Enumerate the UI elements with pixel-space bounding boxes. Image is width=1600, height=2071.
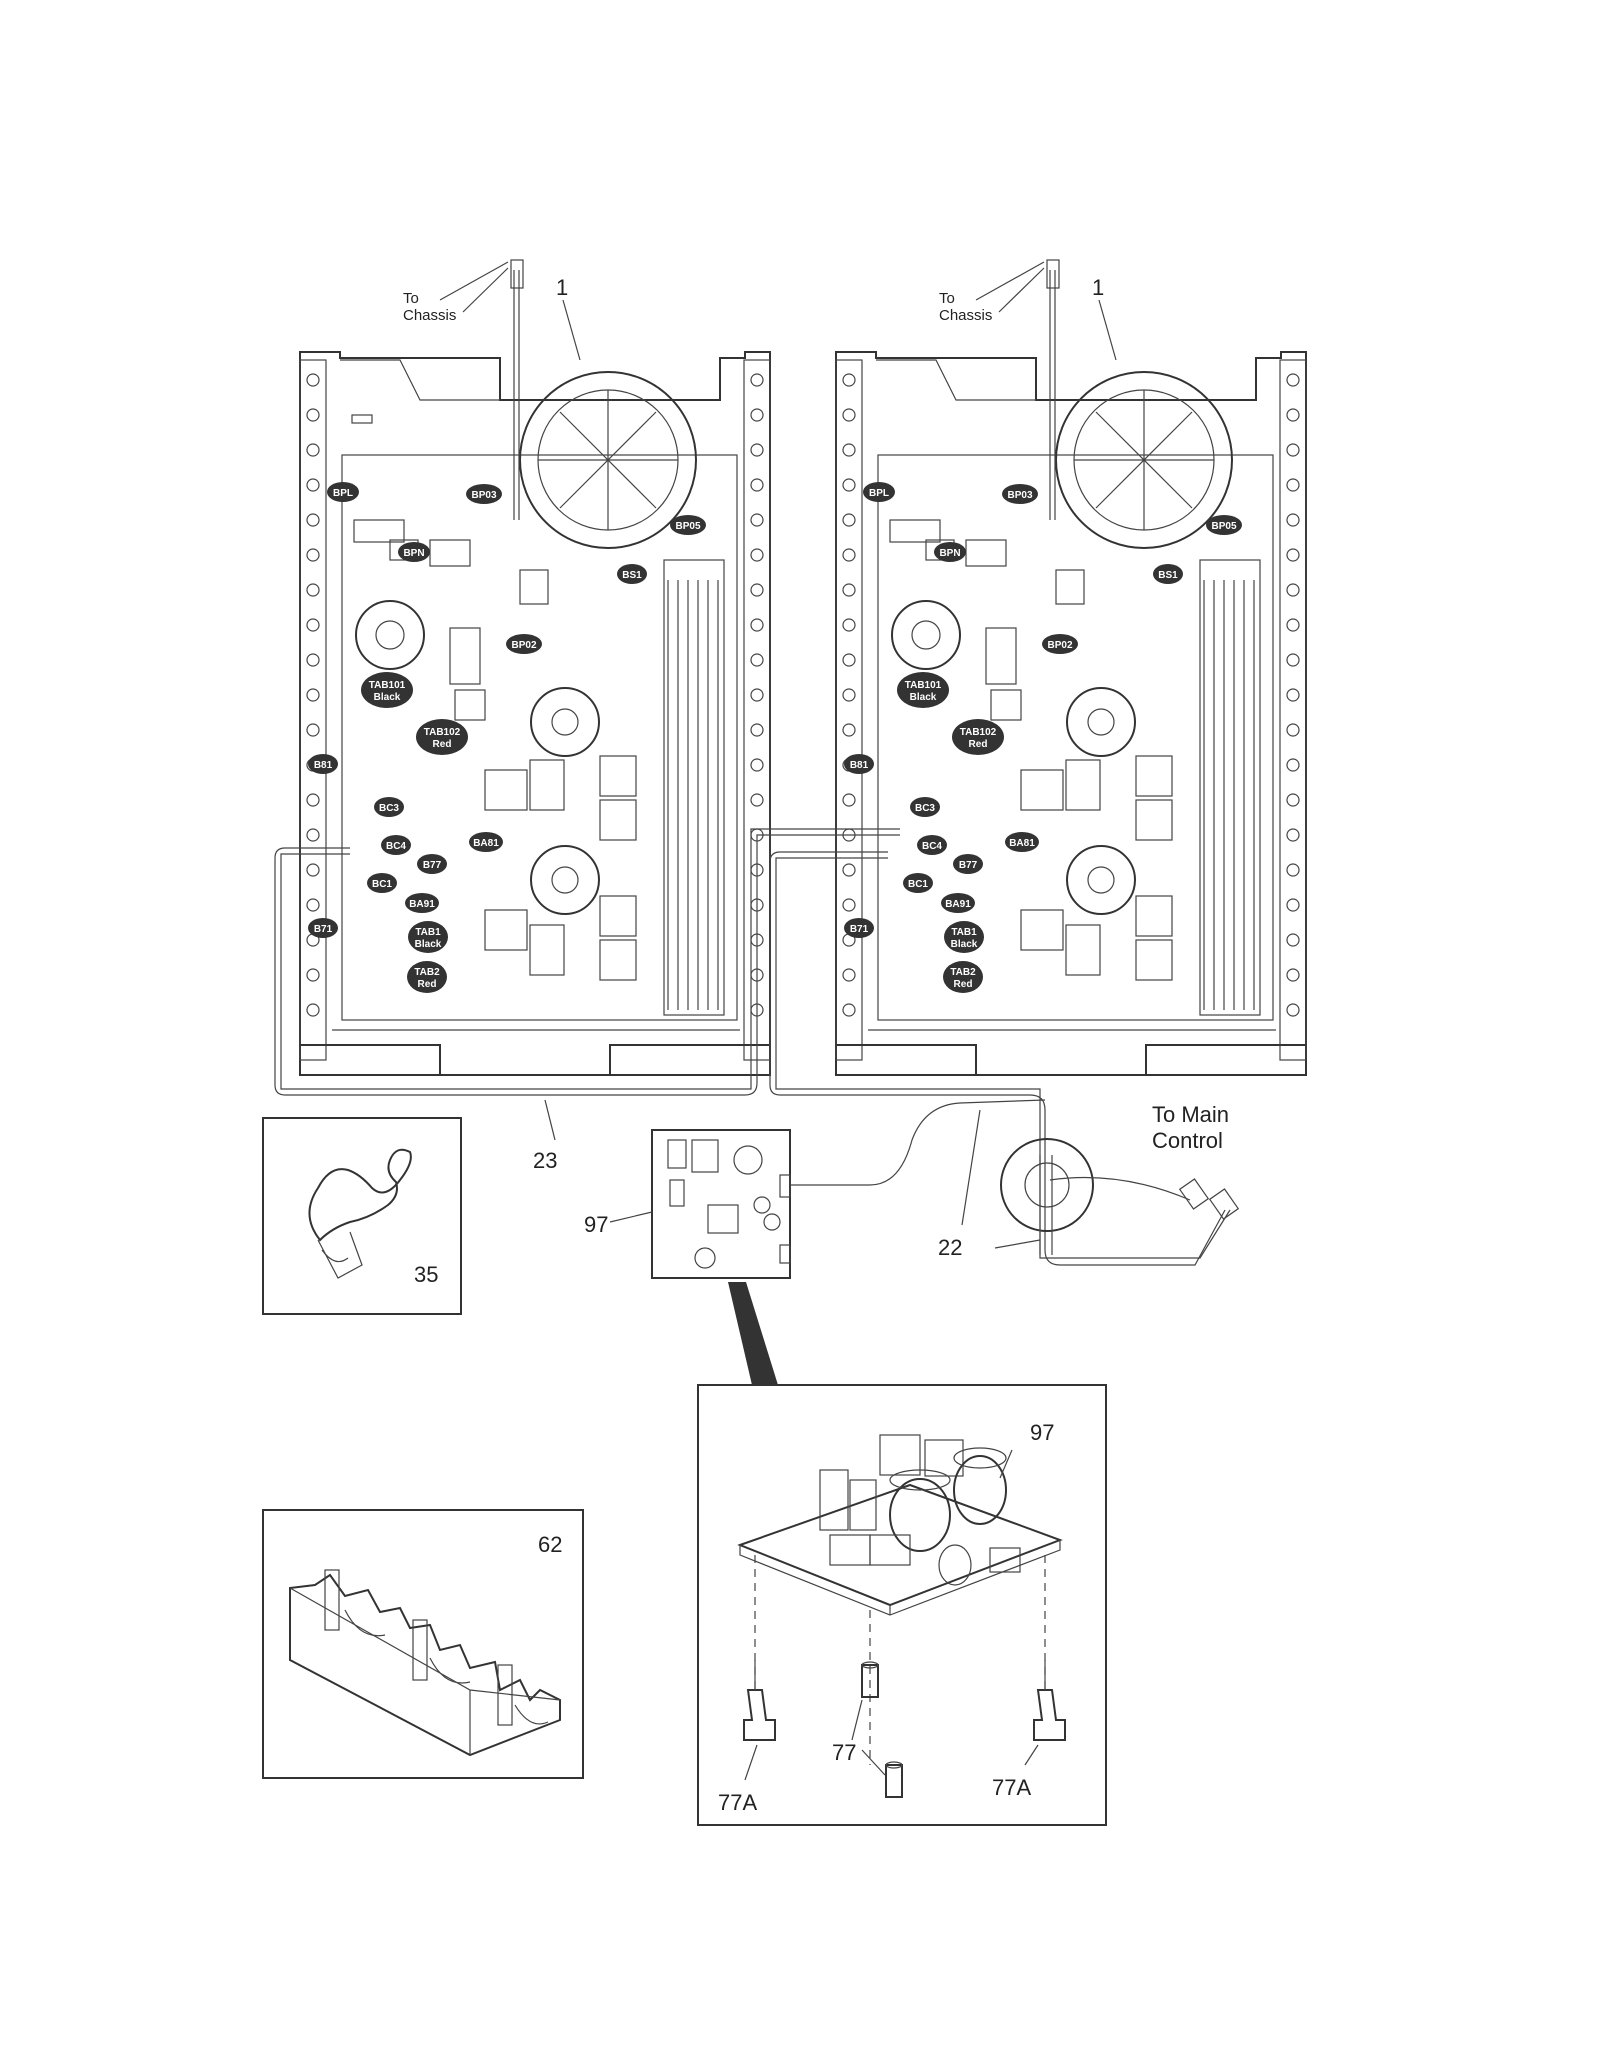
tag-tab1: TAB1	[951, 927, 977, 938]
left-top-callouts: To Chassis 1	[403, 261, 581, 361]
callout-77a-left: 77A	[718, 1790, 757, 1815]
tag-b77: B77	[423, 860, 442, 871]
to-chassis-label-left-2: Chassis	[403, 307, 456, 324]
detail-box-97-exploded: 97 77A 77A 77	[697, 1384, 1107, 1826]
callout-97-detail: 97	[1030, 1420, 1054, 1445]
tag-ba81: BA81	[1009, 838, 1035, 849]
tag-tab101: TAB101	[905, 680, 942, 691]
detail-box-62: 62	[262, 1509, 584, 1779]
detail-box-35: 35	[262, 1117, 462, 1315]
tag-tab102-color: Red	[433, 739, 452, 750]
tag-tab101-color: Black	[374, 692, 401, 703]
harness-22: 22 To Main Control	[769, 851, 1240, 1266]
harness-23: 23	[274, 828, 900, 1173]
callout-22: 22	[938, 1235, 962, 1260]
to-main-control-label-2: Control	[1152, 1128, 1223, 1153]
right-module: BPL BP03 BPN BP05 BS1 BP02 TAB101 Black …	[835, 259, 1307, 1076]
to-chassis-label-right-1: To	[939, 290, 955, 307]
tag-tab102: TAB102	[960, 727, 997, 738]
tag-tab2-color: Red	[418, 979, 437, 990]
callout-77a-right: 77A	[992, 1775, 1031, 1800]
tag-tab2-color: Red	[954, 979, 973, 990]
tag-bpn: BPN	[403, 548, 424, 559]
tag-bc3: BC3	[379, 803, 399, 814]
to-chassis-label-left-1: To	[403, 290, 419, 307]
left-module: BPL BP03 BPN BP05 BS1 BP02 TAB101 Black …	[299, 259, 771, 1076]
callout-97: 97	[584, 1212, 608, 1237]
tag-tab101: TAB101	[369, 680, 406, 691]
control-board-97: 97	[584, 1129, 791, 1279]
tag-b71: B71	[850, 924, 869, 935]
tag-bc1: BC1	[908, 879, 928, 890]
tag-bp03: BP03	[471, 490, 496, 501]
tag-tab1: TAB1	[415, 927, 441, 938]
to-chassis-label-right-2: Chassis	[939, 307, 992, 324]
detail-pointer	[728, 1282, 778, 1385]
tag-bc3: BC3	[915, 803, 935, 814]
tag-bs1: BS1	[1158, 570, 1178, 581]
callout-62: 62	[538, 1532, 562, 1557]
tag-tab102: TAB102	[424, 727, 461, 738]
tag-tab1-color: Black	[951, 939, 978, 950]
tag-tab2: TAB2	[414, 967, 440, 978]
tag-ba91: BA91	[409, 899, 435, 910]
tag-ba91: BA91	[945, 899, 971, 910]
tag-bpl: BPL	[333, 488, 353, 499]
tag-bp02: BP02	[1047, 640, 1072, 651]
tag-bp05: BP05	[1211, 521, 1236, 532]
tag-bs1: BS1	[622, 570, 642, 581]
tag-b71: B71	[314, 924, 333, 935]
tag-bp05: BP05	[675, 521, 700, 532]
tag-tab1-color: Black	[415, 939, 442, 950]
callout-77: 77	[832, 1740, 856, 1765]
tag-bc4: BC4	[386, 841, 406, 852]
right-top-callouts: To Chassis 1	[939, 261, 1117, 361]
tag-bpn: BPN	[939, 548, 960, 559]
callout-1-right: 1	[1092, 275, 1104, 300]
tag-ba81: BA81	[473, 838, 499, 849]
tag-bpl: BPL	[869, 488, 889, 499]
tag-tab2: TAB2	[950, 967, 976, 978]
callout-1-left: 1	[556, 275, 568, 300]
tag-b81: B81	[850, 760, 869, 771]
tag-bc1: BC1	[372, 879, 392, 890]
left-terminal-tags: BPL BP03 BPN BP05 BS1 BP02 TAB101 Black …	[308, 482, 706, 993]
callout-23: 23	[533, 1148, 557, 1173]
callout-35: 35	[414, 1262, 438, 1287]
tag-bp02: BP02	[511, 640, 536, 651]
to-main-control-label-1: To Main	[1152, 1102, 1229, 1127]
tag-tab102-color: Red	[969, 739, 988, 750]
tag-b81: B81	[314, 760, 333, 771]
tag-bp03: BP03	[1007, 490, 1032, 501]
tag-bc4: BC4	[922, 841, 942, 852]
tag-tab101-color: Black	[910, 692, 937, 703]
right-terminal-tags: BPL BP03 BPN BP05 BS1 BP02 TAB101 Black …	[844, 482, 1242, 993]
tag-b77: B77	[959, 860, 978, 871]
